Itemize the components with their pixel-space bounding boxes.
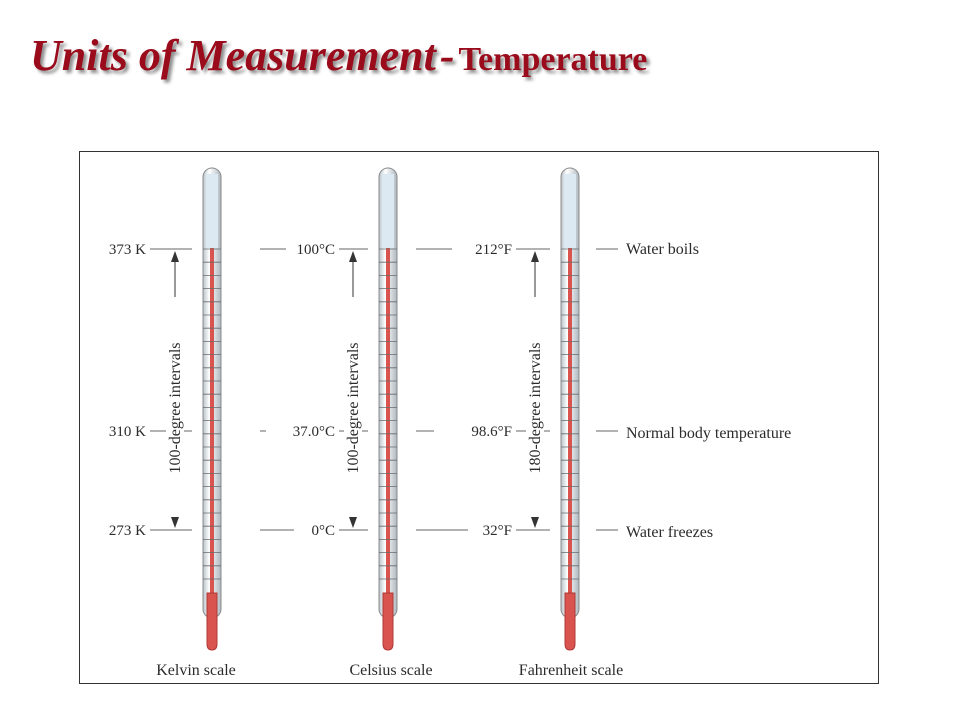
kelvin-mark-body: 310 K [109,424,146,440]
reference-points: Water boils Normal body temperature Wate… [596,241,791,541]
kelvin-bulb [206,592,218,651]
celsius-thermometer: 100°C 37.0°C 0°C 100-degree intervals Ce… [260,167,433,679]
celsius-mark-freeze: 0°C [311,523,335,539]
fahrenheit-glass-top [564,174,576,248]
kelvin-interval-arrow: 100-degree intervals [166,251,184,528]
title-subtitle: Temperature [458,41,648,78]
thermometer-diagram: 373 K 310 K 273 K 100-degree intervals K… [109,167,791,679]
slide-title: Units of Measurement - Temperature [30,34,647,78]
celsius-scale-label: Celsius scale [349,662,432,679]
fahrenheit-ticks [561,248,579,580]
celsius-interval-arrow: 100-degree intervals [344,251,362,528]
celsius-glass-top [382,174,394,248]
fahrenheit-interval-arrow: 180-degree intervals [526,251,544,528]
fahrenheit-mark-boil: 212°F [475,242,512,258]
kelvin-mark-freeze: 273 K [109,523,146,539]
celsius-interval-label: 100-degree intervals [345,342,362,473]
reference-body-temperature: Normal body temperature [626,425,791,442]
fahrenheit-interval-label: 180-degree intervals [527,342,544,473]
celsius-mark-body: 37.0°C [293,424,335,440]
celsius-mark-boil: 100°C [296,242,335,258]
fahrenheit-scale-label: Fahrenheit scale [519,662,623,679]
celsius-ticks [379,248,397,580]
celsius-bulb [382,592,394,651]
fahrenheit-bulb [564,592,576,651]
kelvin-scale-label: Kelvin scale [156,662,236,679]
kelvin-glass-top [206,174,218,248]
kelvin-interval-label: 100-degree intervals [167,342,184,473]
kelvin-ticks [203,248,221,580]
reference-water-freezes: Water freezes [626,524,713,541]
fahrenheit-mark-body: 98.6°F [471,424,512,440]
fahrenheit-thermometer: 212°F 98.6°F 32°F 180-degree intervals F… [416,167,623,679]
kelvin-thermometer: 373 K 310 K 273 K 100-degree intervals K… [109,167,236,679]
kelvin-mark-boil: 373 K [109,242,146,258]
title-separator: - [439,31,455,80]
reference-water-boils: Water boils [626,241,699,258]
thermometer-figure: 373 K 310 K 273 K 100-degree intervals K… [79,151,879,684]
title-main: Units of Measurement [30,31,436,80]
fahrenheit-mark-freeze: 32°F [483,523,512,539]
